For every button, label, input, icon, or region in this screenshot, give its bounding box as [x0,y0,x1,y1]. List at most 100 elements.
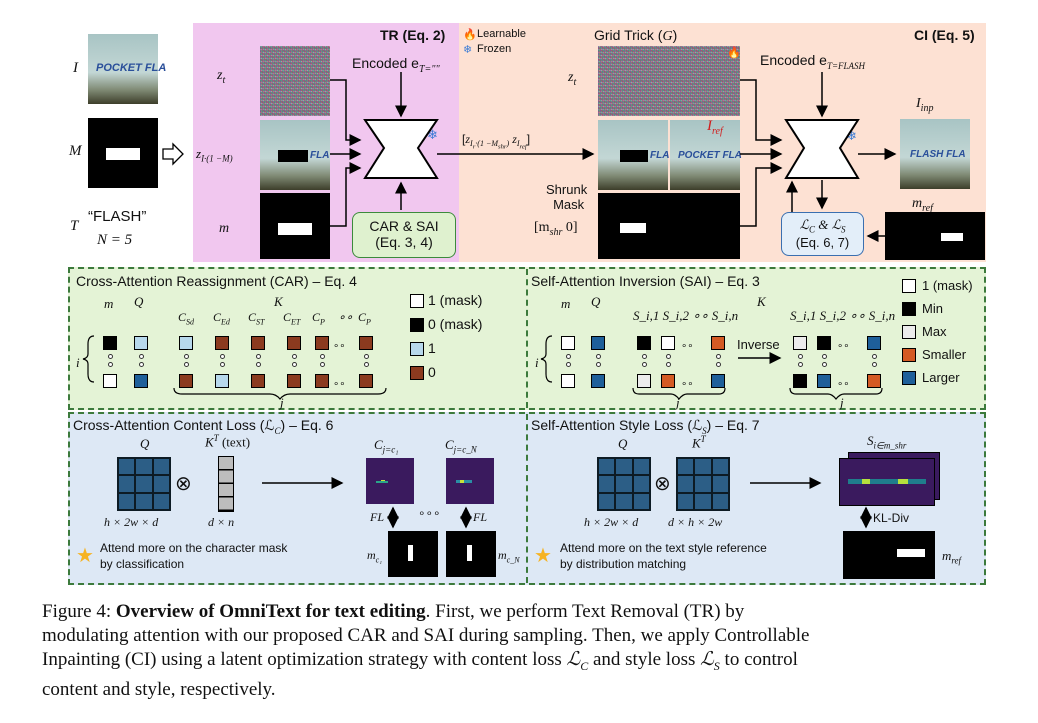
tr-zmask: zI·(1 −M) [196,146,233,164]
ellipsis-dot [716,354,721,359]
iref-label: Iref [707,118,723,137]
sai-row-ellipsis: ∘∘ [837,341,850,352]
car-col-header: CST [248,310,265,327]
ellipsis-dot [256,354,261,359]
n-label: N = 5 [97,232,133,248]
tr-frozen-icon: ❄ [427,127,438,142]
ci-zt: zt [568,70,577,88]
car-cell [179,374,193,388]
sai-cell [867,374,881,388]
lc-fl-n: FL [473,510,488,524]
ci-encoded-prompt: Encoded eT=FLASH [760,52,866,71]
car-j: j [280,395,284,410]
tr-noise-latent [260,46,330,116]
car-cell [315,336,329,350]
ci-frozen-icon: ❄ [846,128,857,143]
ellipsis-dot [566,354,571,359]
sai-k: K [757,294,766,309]
caption-line-4: content and style, respectively. [42,678,276,700]
grid-trick-label: Grid Trick (G) [594,27,678,44]
ls-otimes: ⊗ [654,473,671,495]
sai-legend-1: 1 (mask) [922,278,973,293]
tr-masked-image: FLA [260,120,330,190]
sai-legend-5: Larger [922,370,960,385]
mask-label: M [69,143,82,159]
input-image: POCKET FLA [88,34,166,104]
sai-row-ellipsis: ∘∘ [681,379,694,390]
legend-frozen: Frozen [477,43,512,55]
sai-header-right: S_i,1 S_i,2 ∘∘ S_i,n [790,308,896,323]
lc-kt: KT (text) [205,433,251,450]
sai-cell [561,336,575,350]
sai-cell [637,374,651,388]
lc-attention-map-1 [366,458,414,504]
lc-c1: Cj=c₁ [374,437,399,455]
ls-q: Q [618,436,628,451]
ellipsis-dot [596,354,601,359]
ellipsis-dot [666,362,671,367]
car-sai-box: CAR & SAI (Eq. 3, 4) [352,212,456,258]
lc-fl-1: FL [370,510,385,524]
sai-legend-swatch-5 [902,371,916,385]
ellipsis-dot [139,354,144,359]
sai-legend-3: Max [922,324,947,339]
ci-ref-mask [885,212,985,260]
sai-legend-swatch-4 [902,348,916,362]
car-row-ellipsis: ∘∘ [333,341,346,352]
ls-key-grid [676,457,730,511]
ci-title: CI (Eq. 5) [914,27,975,43]
ls-s: Si∈m_shr [867,433,907,451]
lc-mn: mc_N [498,548,520,565]
sai-legend-swatch-1 [902,279,916,293]
ci-output-image: FLASH FLA [900,119,970,189]
ellipsis-dot [320,354,325,359]
ls-ref-mask [843,531,935,579]
tr-encoded-prompt: Encoded eT="" [352,55,440,75]
lc-query-grid [117,457,171,511]
ellipsis-dot [822,354,827,359]
sai-cell [793,336,807,350]
figure-caption: Figure 4: Overview of OmniText for text … [42,600,1002,702]
car-legend-2: 0 (mask) [428,316,483,332]
lc-mask-n [446,531,496,577]
ci-unet-shape [784,119,860,179]
ellipsis-dot [798,354,803,359]
sai-m: m [561,296,571,311]
tr-zt: zt [217,68,226,86]
lc-otimes: ⊗ [175,473,192,495]
car-k: K [274,294,283,309]
input-mask [88,118,158,188]
tr-title: TR (Eq. 2) [380,27,446,43]
ellipsis-dot [108,354,113,359]
sai-legend-4: Smaller [922,347,967,362]
ellipsis-dot [666,354,671,359]
ellipsis-dot [292,362,297,367]
sai-cell [817,374,831,388]
car-legend-swatch-4 [410,366,424,380]
sai-j-right: j [840,395,844,410]
mref-label: mref [912,196,933,214]
caption-line-2: modulating attention with our proposed C… [42,625,810,646]
lc-star-icon: ★ [76,545,94,567]
lc-attention-map-n [446,458,494,504]
ls-title: Self-Attention Style Loss (ℒS) – Eq. 7 [531,417,760,436]
car-cell [215,336,229,350]
ci-concat-label: [zIr·(1 −Mshr) zIref] [462,132,531,151]
ls-query-grid [597,457,651,511]
sai-cell [793,374,807,388]
iinp-label: Iinp [916,96,934,114]
ellipsis-dot [320,362,325,367]
ellipsis-dot [822,362,827,367]
car-cell [103,336,117,350]
sai-legend-swatch-2 [902,302,916,316]
snowflake-icon: ❄ [463,44,473,56]
car-q: Q [134,294,144,309]
car-cell [359,374,373,388]
ellipsis-dot [872,362,877,367]
